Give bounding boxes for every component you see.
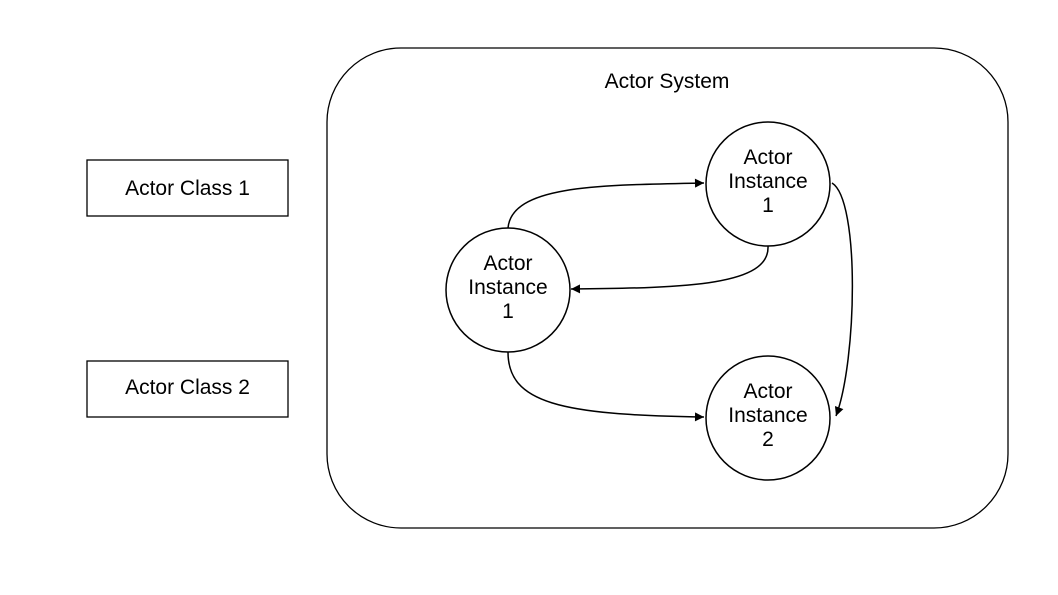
node-left-line-1: Actor [483, 252, 532, 275]
actor-class-2-box: Actor Class 2 [86, 360, 289, 418]
node-left-line-2: Instance [468, 276, 547, 299]
node-top-line-2: Instance [728, 170, 807, 193]
edge-instance-a-to-instance-b [507, 178, 705, 229]
actor-instance-node-left: Actor Instance 1 [445, 227, 571, 353]
edge-instance-a-to-instance-c [507, 351, 705, 422]
actor-class-2-label: Actor Class 2 [125, 376, 250, 399]
actor-class-1-label: Actor Class 1 [125, 177, 250, 200]
node-left-line-3: 1 [502, 300, 514, 323]
node-bottom-line-3: 2 [762, 428, 774, 451]
edge-instance-b-to-instance-a [570, 245, 769, 294]
node-bottom-line-2: Instance [728, 404, 807, 427]
node-bottom-line-1: Actor [743, 380, 792, 403]
actor-instance-node-top: Actor Instance 1 [705, 121, 831, 247]
edge-instance-b-to-instance-c [831, 182, 854, 417]
actor-instance-node-bottom: Actor Instance 2 [705, 355, 831, 481]
actor-class-1-box: Actor Class 1 [86, 159, 289, 217]
node-top-line-1: Actor [743, 146, 792, 169]
actor-system-title: Actor System [605, 70, 730, 93]
actor-system-cluster: Actor System [326, 47, 1009, 529]
node-top-line-3: 1 [762, 194, 774, 217]
